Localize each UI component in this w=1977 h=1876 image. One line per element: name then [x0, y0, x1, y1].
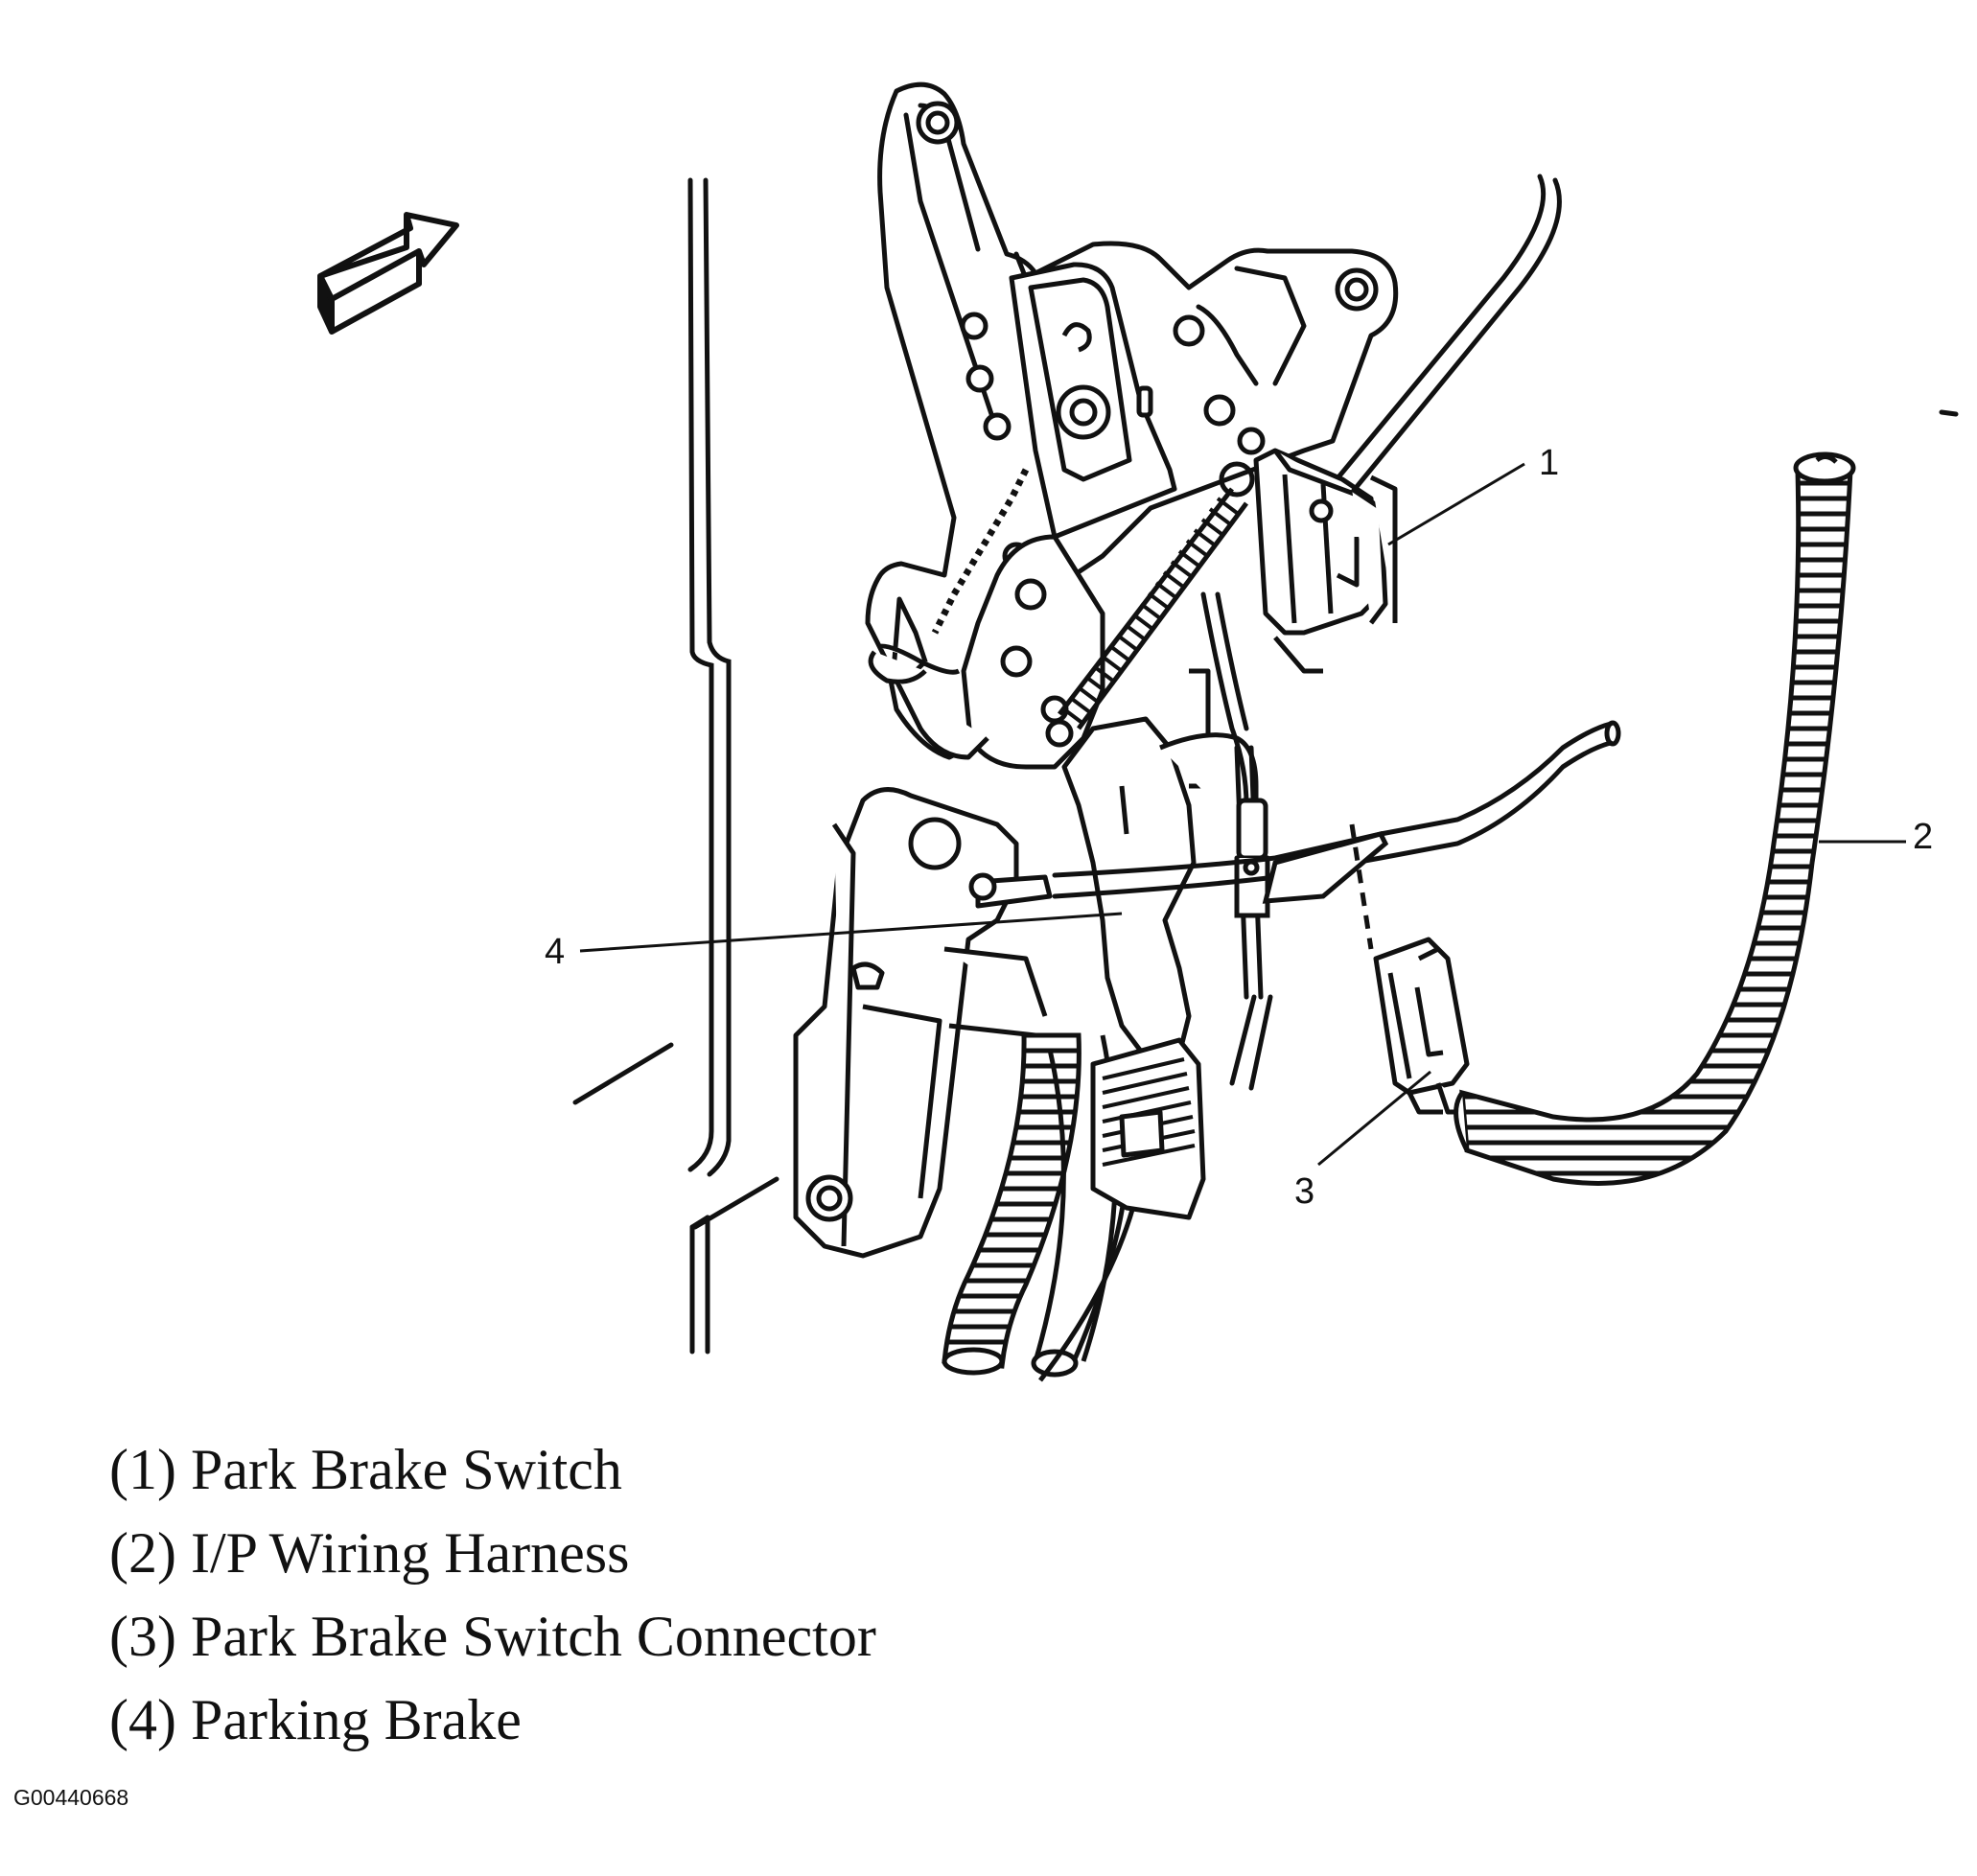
forward-arrow-icon: [317, 212, 459, 335]
ratchet-sector: [931, 468, 1105, 770]
legend-item: (1) Park Brake Switch: [109, 1438, 622, 1501]
switch-connector: [1349, 823, 1477, 1115]
legend-item: (3) Park Brake Switch Connector: [109, 1605, 876, 1668]
legend: (1) Park Brake Switch (2) I/P Wiring Har…: [109, 1428, 876, 1762]
legend-item: (2) I/P Wiring Harness: [109, 1521, 630, 1585]
callout-2: 2: [1913, 817, 1933, 857]
clip-pin: [868, 596, 989, 760]
ip-wiring-harness: [1454, 452, 1856, 1186]
brake-pedal-pad: [1090, 1037, 1206, 1220]
brake-cable: [1200, 591, 1273, 1091]
figure-id: G00440668: [13, 1785, 129, 1810]
park-brake-switch: [1253, 448, 1398, 674]
legend-item: (4) Parking Brake: [109, 1688, 522, 1751]
callout-1: 1: [1539, 443, 1559, 483]
release-handle-linkage: [793, 787, 1053, 1259]
callout-4: 4: [545, 932, 565, 972]
leader-4: [579, 912, 1123, 953]
tension-spring: [1045, 461, 1255, 748]
leader-3: [1317, 1070, 1431, 1167]
callout-3: 3: [1294, 1171, 1314, 1212]
leader-1: [1387, 462, 1525, 546]
callout-leaders: [579, 462, 1906, 1167]
lever-plate: [1009, 262, 1177, 540]
